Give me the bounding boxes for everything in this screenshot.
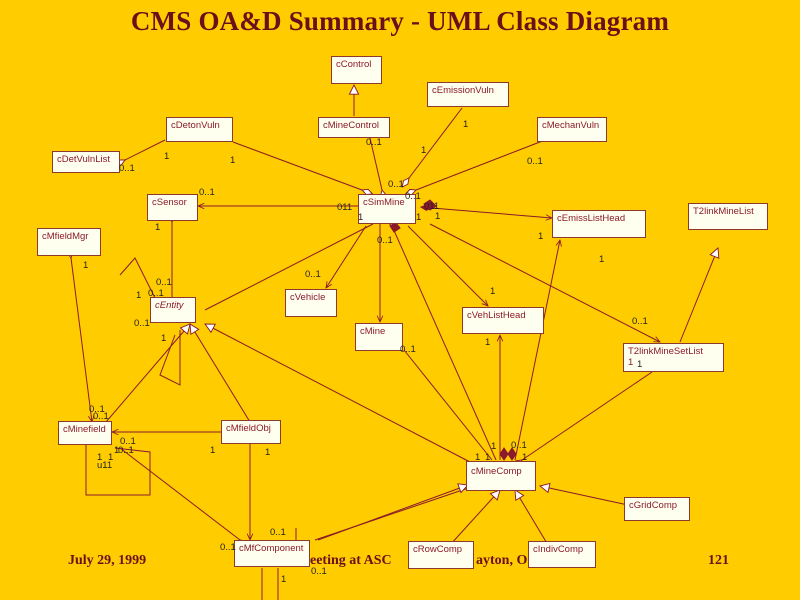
mult-label: 0..1 xyxy=(527,156,543,167)
mult-label: u11 xyxy=(97,460,113,471)
mult-label: 0..1 xyxy=(311,566,327,577)
class-cVehListHead: cVehListHead xyxy=(462,307,544,334)
mult-label: 0..1 xyxy=(366,137,382,148)
class-cIndivComp: cIndivComp xyxy=(528,541,596,568)
mult-label: 0..1 xyxy=(400,344,416,355)
class-cMfComponent: cMfComponent xyxy=(234,540,310,567)
mult-label: 1 xyxy=(114,445,120,456)
mult-label: 1 xyxy=(599,254,605,265)
mult-label: 1 xyxy=(475,452,481,463)
mult-label: 011 xyxy=(337,202,353,213)
mult-label: 1 xyxy=(491,441,497,452)
mult-label: 1 xyxy=(421,145,427,156)
mult-label: 1 xyxy=(538,231,544,242)
mult-label: 1 xyxy=(83,260,89,271)
footer-meeting-left: eeting at ASC xyxy=(310,553,392,568)
class-T2linkMineSetList-sub: 1 xyxy=(628,357,634,368)
class-cDetVulnList: cDetVulnList xyxy=(52,151,120,173)
mult-label: 0..1 xyxy=(118,445,134,456)
class-cMechanVuln: cMechanVuln xyxy=(537,117,607,142)
class-cMineComp: cMineComp xyxy=(466,461,536,491)
mult-label: 0..1 xyxy=(119,163,135,174)
mult-label: 1 xyxy=(463,119,469,130)
class-cEntity-label: cEntity xyxy=(155,300,184,311)
mult-label: 1 xyxy=(637,359,643,370)
mult-label: 0..1 xyxy=(632,316,648,327)
mult-label: 0..1 xyxy=(89,404,105,415)
footer-date: July 29, 1999 xyxy=(68,553,147,568)
mult-label: 1 xyxy=(281,574,287,585)
class-cEmissionVuln: cEmissionVuln xyxy=(427,82,509,107)
class-cMfieldObj: cMfieldObj xyxy=(221,420,281,444)
slide-title: CMS OA&D Summary - UML Class Diagram xyxy=(130,6,670,36)
class-cMinefield: cMinefield xyxy=(58,421,112,445)
mult-label: 0..1 xyxy=(388,179,404,190)
mult-label: 1 xyxy=(230,155,236,166)
association-lines xyxy=(71,85,718,600)
mult-label: 0..1 xyxy=(134,318,150,329)
class-cSimMine: cSimMine xyxy=(358,194,416,224)
mult-label: 1 xyxy=(97,452,103,463)
class-cGridComp: cGridComp xyxy=(624,497,690,521)
class-cMineControl: cMineControl xyxy=(318,117,390,138)
mult-label: 0..1 xyxy=(120,436,136,447)
mult-label: 0..1 xyxy=(93,411,109,422)
mult-label: 1 xyxy=(108,452,114,463)
mult-label: 011 xyxy=(424,201,440,212)
class-cMine: cMine xyxy=(355,323,403,351)
class-cMfieldMgr: cMfieldMgr xyxy=(37,228,101,256)
mult-label: 1 xyxy=(136,290,142,301)
mult-label: 0..1 xyxy=(305,269,321,280)
class-T2linkMineList: T2linkMineList xyxy=(688,203,768,230)
class-T2linkMineSetList-label: T2linkMineSetList xyxy=(628,346,703,357)
class-cEmissListHead: cEmissListHead xyxy=(552,210,646,238)
mult-label: 1 xyxy=(358,212,364,223)
mult-label: 1 xyxy=(161,333,167,344)
mult-label: 0..1 xyxy=(405,191,421,202)
class-cRowComp: cRowComp xyxy=(408,541,474,569)
mult-label: 0..1 xyxy=(156,277,172,288)
class-cControl: cControl xyxy=(331,56,382,84)
mult-label: 1 xyxy=(210,445,216,456)
class-cEntity: cEntity xyxy=(150,297,196,323)
class-cSensor: cSensor xyxy=(147,194,198,221)
composition-diamonds xyxy=(389,199,517,461)
mult-label: 1 xyxy=(522,452,528,463)
class-cDetonVuln: cDetonVuln xyxy=(166,117,233,142)
mult-label: 1 xyxy=(485,452,491,463)
mult-label: 1 xyxy=(485,337,491,348)
mult-label: 0..1 xyxy=(199,187,215,198)
mult-label: 0..1 xyxy=(377,235,393,246)
mult-label: 0..1 xyxy=(511,440,527,451)
mult-label: 1 xyxy=(155,222,161,233)
class-T2linkMineSetList: T2linkMineSetList 1 xyxy=(623,343,724,372)
mult-label: 1 xyxy=(416,212,422,223)
footer-meeting-right: ayton, O xyxy=(476,553,528,568)
class-cVehicle: cVehicle xyxy=(285,289,337,317)
mult-label: 1 xyxy=(490,286,496,297)
mult-label: 0..1 xyxy=(270,527,286,538)
page-number: 121 xyxy=(708,553,729,568)
mult-label: 0..1 xyxy=(220,542,236,553)
mult-label: 0..1 xyxy=(148,288,164,299)
mult-label: 1 xyxy=(435,211,441,222)
mult-label: 1 xyxy=(164,151,170,162)
mult-label: 1 xyxy=(265,447,271,458)
